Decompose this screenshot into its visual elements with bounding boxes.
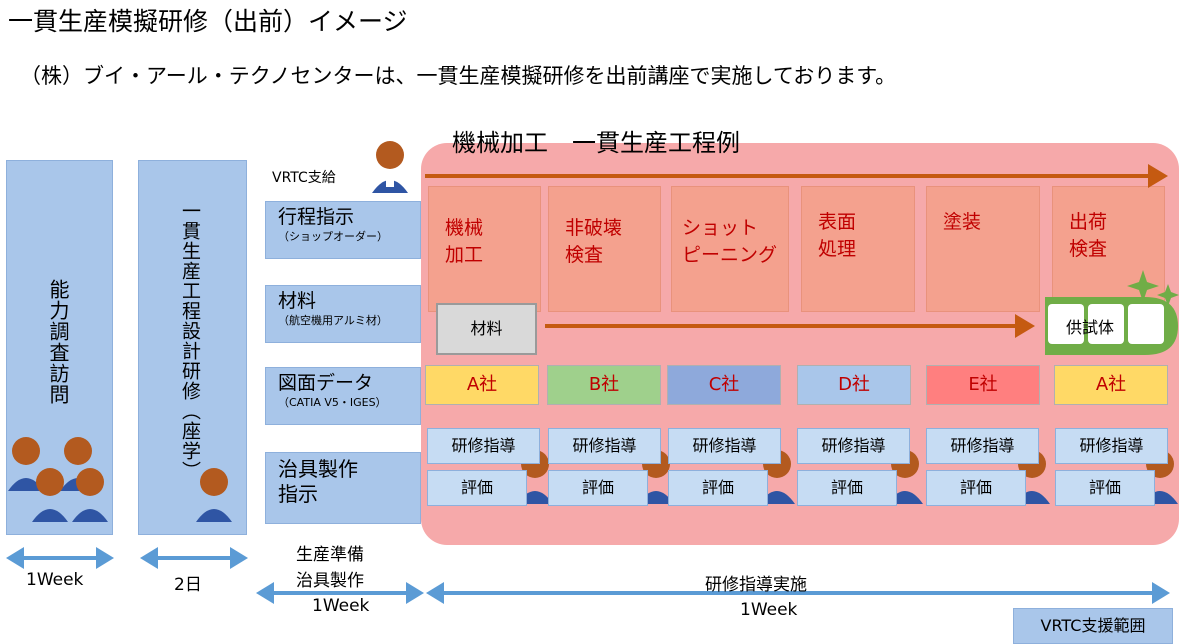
step-line1: 塗装 bbox=[943, 211, 982, 233]
specimen-block bbox=[1048, 304, 1084, 344]
supply-item-main: 行程指示 bbox=[278, 206, 355, 228]
supply-item-jig-instruction: 治具製作指示 bbox=[265, 452, 421, 524]
guidance-box: 研修指導 bbox=[427, 428, 540, 464]
guidance-box: 研修指導 bbox=[548, 428, 661, 464]
prep-label-2: 治具製作 bbox=[296, 571, 364, 591]
evaluation-box: 評価 bbox=[797, 470, 897, 506]
person-icon bbox=[372, 141, 408, 193]
step-line2: ピーニング bbox=[682, 243, 778, 266]
flow-arrow-top-head bbox=[1148, 164, 1168, 188]
ability-survey-label: 能力調査訪問 bbox=[46, 279, 70, 405]
person-icon bbox=[196, 468, 232, 522]
guidance-box: 研修指導 bbox=[668, 428, 781, 464]
evaluation-box: 評価 bbox=[1055, 470, 1155, 506]
company-b: B社 bbox=[547, 365, 661, 405]
panel-title: 機械加工 一貫生産工程例 bbox=[452, 129, 740, 157]
supply-item-sub: （CATIA V5・IGES） bbox=[278, 395, 387, 409]
step-line1: 出荷 bbox=[1069, 211, 1108, 233]
material-box: 材料 bbox=[436, 303, 537, 355]
training-label: 研修指導実施 bbox=[705, 575, 807, 595]
specimen-label: 供試体 bbox=[1066, 318, 1115, 337]
supply-item-sub: （航空機用アルミ材） bbox=[278, 313, 388, 327]
step-shipping-inspection: 出荷 検査 bbox=[1052, 186, 1165, 312]
supply-item-main: 治具製作指示 bbox=[278, 457, 358, 506]
step-line1: ショット bbox=[682, 217, 759, 239]
guidance-box: 研修指導 bbox=[1055, 428, 1168, 464]
step-line2: 処理 bbox=[818, 237, 857, 260]
supply-item-drawing-data: 図面データ （CATIA V5・IGES） bbox=[265, 367, 421, 425]
process-design-label: 一貫生産工程設計研修（座学） bbox=[178, 201, 201, 481]
prep-duration: 1Week bbox=[312, 596, 370, 616]
sparkle-icon bbox=[1157, 284, 1179, 306]
step-line1: 機械 bbox=[445, 217, 484, 239]
supply-item-sub: （ショップオーダー） bbox=[278, 229, 388, 243]
company-c: C社 bbox=[667, 365, 781, 405]
company-a-2: A社 bbox=[1054, 365, 1168, 405]
step-line2: 検査 bbox=[1069, 237, 1108, 260]
supply-item-material: 材料 （航空機用アルミ材） bbox=[265, 285, 421, 343]
specimen-box: 供試体 bbox=[1048, 304, 1164, 348]
page-title: 一貫生産模擬研修（出前）イメージ bbox=[8, 7, 408, 36]
guidance-box: 研修指導 bbox=[797, 428, 910, 464]
step-line1: 非破壊 bbox=[565, 217, 623, 239]
flow-arrow-material-head bbox=[1015, 314, 1035, 338]
supply-item-process-instruction: 行程指示 （ショップオーダー） bbox=[265, 201, 421, 259]
duration-label-1: 1Week bbox=[26, 570, 84, 590]
step-ndi: 非破壊 検査 bbox=[548, 186, 661, 312]
step-surface-treatment: 表面 処理 bbox=[801, 186, 915, 312]
person-group-icon bbox=[8, 437, 108, 522]
sparkle-icon bbox=[1127, 270, 1159, 302]
company-e: E社 bbox=[926, 365, 1040, 405]
training-duration: 1Week bbox=[740, 600, 798, 620]
evaluation-box: 評価 bbox=[668, 470, 768, 506]
evaluation-box: 評価 bbox=[926, 470, 1026, 506]
page-subtitle: （株）ブイ・アール・テクノセンターは、一貫生産模擬研修を出前講座で実施しておりま… bbox=[20, 64, 897, 88]
process-design-column: 一貫生産工程設計研修（座学） bbox=[138, 160, 247, 535]
supply-item-main: 図面データ bbox=[278, 372, 374, 394]
guidance-box: 研修指導 bbox=[926, 428, 1039, 464]
step-line2: 検査 bbox=[565, 243, 604, 266]
prep-label-1: 生産準備 bbox=[296, 545, 364, 565]
specimen-block bbox=[1088, 304, 1124, 344]
duration-label-2: 2日 bbox=[174, 575, 202, 595]
supply-item-main: 材料 bbox=[278, 290, 317, 312]
evaluation-box: 評価 bbox=[427, 470, 527, 506]
step-shot-peening: ショット ピーニング bbox=[671, 186, 789, 312]
step-painting: 塗装 bbox=[926, 186, 1040, 312]
vrtc-supply-label: VRTC支給 bbox=[272, 170, 336, 186]
company-a-1: A社 bbox=[425, 365, 539, 405]
step-line1: 表面 bbox=[818, 211, 857, 233]
evaluation-box: 評価 bbox=[548, 470, 648, 506]
specimen-block bbox=[1128, 304, 1164, 344]
vrtc-scope-label: VRTC支援範囲 bbox=[1013, 608, 1173, 644]
step-line2: 加工 bbox=[445, 243, 484, 266]
company-d: D社 bbox=[797, 365, 911, 405]
